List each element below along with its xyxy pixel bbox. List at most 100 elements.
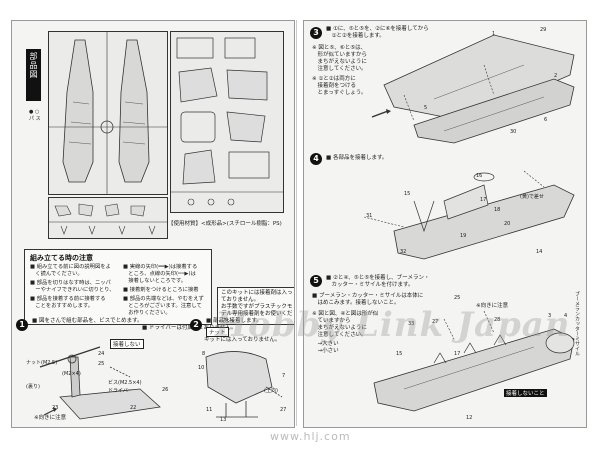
step-1-label: ビス(M2.5×4) (108, 380, 142, 386)
step-3-text: 注意してください。 (312, 66, 367, 72)
note-line: ■ 組み立てる前に図の説明図をよ (30, 264, 111, 270)
glue-warning-line: このキットには接着剤は入っ (221, 290, 293, 296)
step-3-label: 1 (492, 31, 496, 37)
step-4-label: 31 (366, 213, 373, 219)
step-5-label: 12 (466, 415, 473, 421)
step-5-note: ※向きに注意 (476, 303, 509, 309)
step-1-text: ■ ドライバーは付属しておりません。 (142, 325, 237, 331)
step-2-label: 27 (280, 407, 287, 413)
step-5-drawing (373, 310, 575, 412)
step-1-drawing (39, 346, 161, 420)
step-5-label: 4 (564, 313, 568, 319)
legend-line: パ ス (29, 116, 41, 122)
step-5-warning: 接着しないこと (504, 389, 547, 397)
step-5-text: はめこみます。接着しないこと。 (312, 300, 400, 306)
step-4-label: 20 (504, 221, 511, 227)
glue-warning-box: このキットには接着剤は入っ ておりません。 お手数ですがプラスチックモ デル専用… (217, 287, 294, 325)
step-4-label: 19 (460, 233, 467, 239)
glue-warning-line: デル専用接着剤をお使いくだ (221, 311, 293, 317)
step-2-number: 2 (190, 319, 202, 331)
material-note: 【使用材質】<成形品>(スチロール樹脂：PS) (168, 221, 282, 227)
step-1-label: ドライバー (108, 388, 133, 394)
step-1-label: 25 (98, 361, 105, 367)
legend-line: ● ○ (29, 109, 40, 115)
step-2-nut-note: ナット (206, 327, 229, 337)
step-1-label: 23 (52, 405, 59, 411)
step-5-text: カッター・ミサイルを付けます。 (326, 282, 414, 288)
step-5-label: 27 (432, 319, 439, 325)
step-1-note: ※向きに注意 (34, 415, 67, 421)
step-2-label: (上向) (264, 388, 278, 394)
step-3-label: 6 (544, 117, 548, 123)
step-3-text: ※ 図と⑤、⑥と⑤は、 (312, 45, 367, 51)
step-3-label: 30 (510, 129, 517, 135)
note-line: ■ 部品の先端などは、やむをえず (123, 296, 204, 302)
note-line: ところ、点線の矢印(┅┅▶)は (123, 271, 196, 277)
note-line: ■ 部品を切りはなす時は、ニッパ (30, 280, 111, 286)
note-line: ■ 部品を接着する前に接着する (30, 296, 106, 302)
step-3-label: 5 (424, 105, 428, 111)
step-3-text: まちがえないように (312, 59, 367, 65)
step-3-text: 形が似ていますから (312, 52, 368, 58)
assembly-page: 3 ■ ①に、⑤と⑤を、②に⑥を接着してから ①と②を接着します。 ※ 図と⑤、… (303, 20, 587, 428)
runner-c (48, 197, 168, 239)
step-5-label: 25 (454, 295, 461, 301)
step-4-label: 17 (480, 197, 487, 203)
step-4-label: (黄)で差せ (520, 194, 544, 200)
step-1-label: 24 (98, 351, 105, 357)
step-5-text: まちがえないように (312, 325, 367, 331)
step-4-label: 14 (536, 249, 543, 255)
step-5-text: ※ 図と図、④と図は形が似 (312, 311, 379, 317)
small-parts-drawing (171, 37, 283, 206)
note-line: く読んでください。 (30, 271, 83, 277)
step-2-drawing (205, 351, 283, 418)
note-line: 接着しないところです。 (123, 278, 187, 284)
parts-diagram-title: 部品図 (26, 49, 41, 101)
step-2-text: キットには入っておりません。 (204, 337, 281, 343)
step-3-text: ①と②を接着します。 (326, 33, 385, 39)
step-4-text: ■ 各部品を接着します。 (326, 155, 388, 161)
step-4-drawing (363, 170, 575, 260)
step-1-number: 1 (16, 319, 28, 331)
note-line: ところがございます。注意して (123, 303, 202, 309)
footer-url: www.hlj.com (270, 430, 351, 443)
step-2-label: 11 (206, 407, 213, 413)
step-3-text: 接着剤をつける (312, 83, 357, 89)
note-line: お作りください。 (123, 310, 171, 316)
watermark-logo: Hobby Link Japan (215, 305, 571, 345)
step-1-label: (裏り) (26, 384, 40, 390)
step-5-label: 17 (454, 351, 461, 357)
step-2-label: 8 (202, 351, 206, 357)
glue-warning-line: さい。 (221, 318, 238, 324)
step-2-label: 10 (198, 365, 205, 371)
step-5-label: 33 (408, 321, 415, 327)
step-5-text: ■ ②と④、⑤と⑤を接着し、ブーメラン・ (326, 275, 430, 281)
note-line: ことをおすすめします。 (30, 303, 94, 309)
parts-legend: ● ○ パ ス (29, 109, 41, 123)
step-3-text: とまっすぐしょう。 (312, 90, 367, 96)
step-5-text: →大きい (312, 341, 339, 347)
note-line: ■ 接着剤をつけるところに接着 (123, 287, 199, 293)
step-5-text: 注意してください。 (312, 332, 367, 338)
step-3-label: 2 (554, 73, 558, 79)
step-1-warning: 接着しない (110, 339, 144, 349)
step-4-label: 18 (494, 207, 501, 213)
hull-halves-drawing (49, 32, 167, 194)
step-5-text: ていますから (312, 318, 351, 324)
parts-page: 部品図 ● ○ パ ス (11, 20, 295, 428)
step-2-label: 7 (282, 373, 286, 379)
small-bits-drawing (49, 203, 167, 235)
step-1-label: (M2×4) (62, 371, 81, 377)
step-3-number: 3 (310, 27, 322, 39)
step-5-text: ■ ブーメラン・カッター・ミサイルは本体に (312, 293, 424, 299)
step-3-label: 29 (540, 27, 547, 33)
runner-b (170, 31, 284, 213)
step-3-drawing (371, 34, 575, 144)
step-4-label: 32 (400, 249, 407, 255)
assembly-notes-box: 組み立てる時の注意 ■ 組み立てる前に図の説明図をよ く読んでください。 ■ 部… (24, 249, 212, 325)
step-3-text: ■ ①に、⑤と⑤を、②に⑥を接着してから (326, 26, 429, 32)
note-line: ■ 実線の矢印(━━▶)は接着する (123, 264, 198, 270)
page-fold (296, 20, 297, 426)
step-1-label: ナット(M2.5) (26, 360, 58, 366)
step-5-number: 5 (310, 275, 322, 287)
